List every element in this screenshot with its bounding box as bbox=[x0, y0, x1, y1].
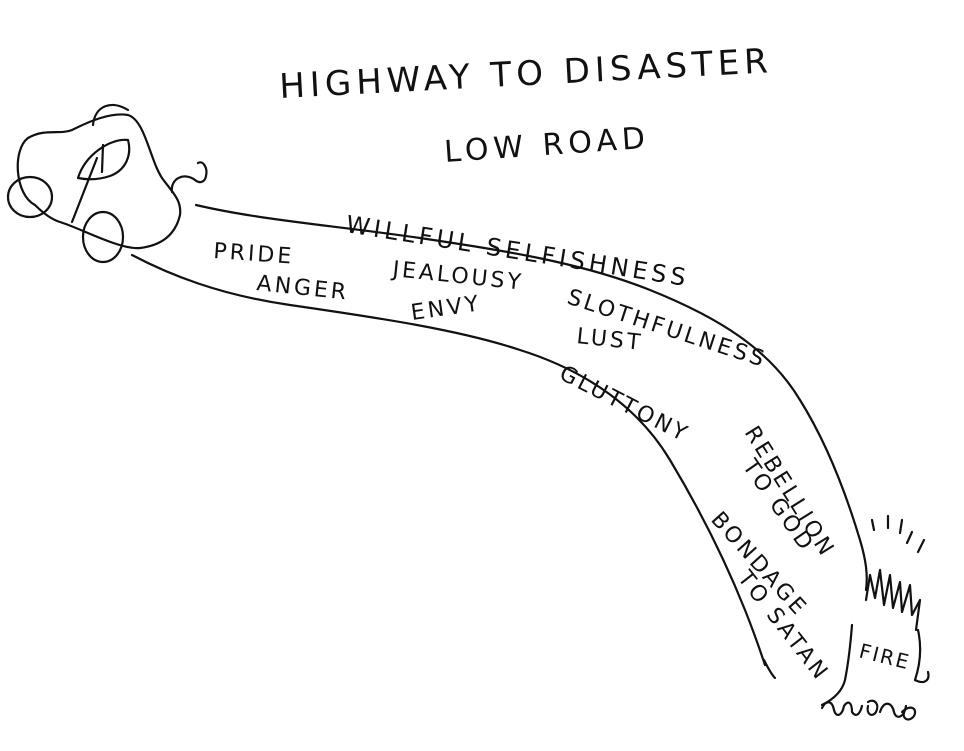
rear-wheel bbox=[6, 175, 54, 219]
label-gluttony: GLUTTONY bbox=[555, 361, 693, 448]
road-lower-edge bbox=[130, 253, 767, 667]
diagram-subtitle: LOW ROAD bbox=[443, 121, 651, 170]
diagram-title: HIGHWAY TO DISASTER bbox=[278, 41, 773, 107]
road-upper-edge bbox=[194, 203, 868, 592]
label-pride: PRIDE bbox=[213, 239, 295, 270]
road bbox=[130, 203, 868, 680]
label-fire: FIRE bbox=[857, 639, 913, 675]
road-end-mark bbox=[762, 658, 777, 680]
car-icon bbox=[6, 103, 208, 264]
fire-icon bbox=[820, 514, 930, 721]
front-wheel bbox=[81, 210, 125, 264]
label-anger: ANGER bbox=[255, 271, 350, 306]
label-envy: ENVY bbox=[409, 291, 483, 326]
